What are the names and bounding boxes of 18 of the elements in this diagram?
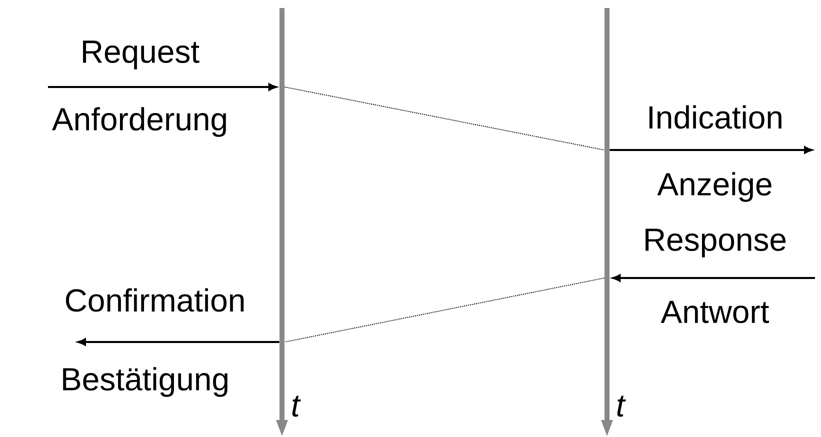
primitive-label: Anforderung	[52, 107, 226, 137]
primitive-label: Request	[83, 40, 200, 70]
timeline-arrow	[276, 8, 288, 436]
primitive-label: Antwort	[660, 300, 769, 324]
primitive-label: Anzeige	[657, 172, 772, 202]
primitive-label: Indication	[649, 105, 782, 129]
time-label: t	[617, 396, 626, 417]
arrow	[48, 83, 276, 91]
primitive-label: Confirmation	[66, 288, 244, 312]
primitive-label: Response	[646, 228, 786, 258]
arrow	[78, 338, 280, 346]
arrow	[610, 146, 812, 154]
timeline-arrow	[601, 8, 613, 436]
primitive-label: Bestätigung	[63, 367, 228, 397]
dotted-line	[284, 278, 605, 342]
arrow	[612, 274, 815, 282]
dotted-line	[284, 86, 605, 150]
time-label: t	[292, 396, 301, 417]
